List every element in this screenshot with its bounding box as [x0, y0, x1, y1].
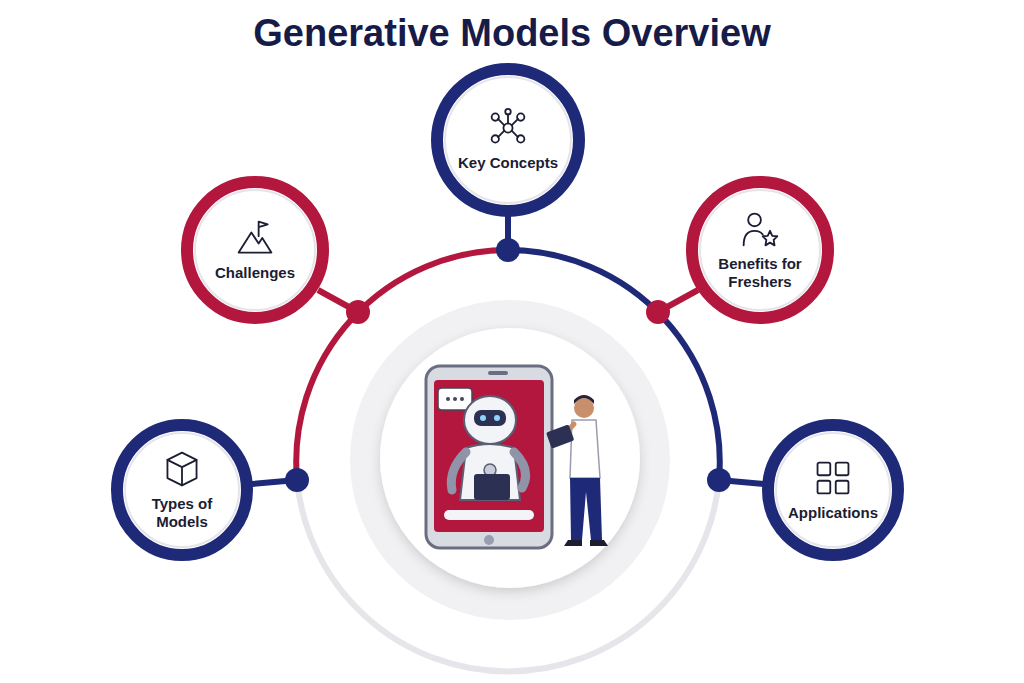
illustration	[426, 366, 608, 548]
topic-label: Challenges	[215, 264, 295, 282]
topic-label: Benefits for Freshers	[707, 255, 813, 291]
topic-icon	[813, 458, 853, 498]
topic-circle: Challenges	[180, 175, 330, 325]
circle-outline	[761, 418, 905, 562]
topic-label: Types of Models	[132, 495, 232, 531]
topic-label: Key Concepts	[458, 154, 558, 172]
topic-label: Applications	[788, 504, 878, 522]
circle-outline	[430, 62, 586, 218]
circle-outline	[180, 175, 330, 325]
topic-circle: Applications	[761, 418, 905, 562]
topic-circle: Types of Models	[110, 418, 254, 562]
topic-icon	[488, 108, 528, 148]
circle-outline	[110, 418, 254, 562]
topic-icon	[162, 449, 202, 489]
topic-circle: Key Concepts	[430, 62, 586, 218]
circle-outline	[685, 175, 835, 325]
topic-circle: Benefits for Freshers	[685, 175, 835, 325]
diagram-title: Generative Models Overview	[0, 12, 1024, 55]
topic-icon	[235, 218, 275, 258]
center-halo	[350, 300, 670, 620]
center-disc	[380, 328, 640, 588]
topic-icon	[740, 209, 780, 249]
